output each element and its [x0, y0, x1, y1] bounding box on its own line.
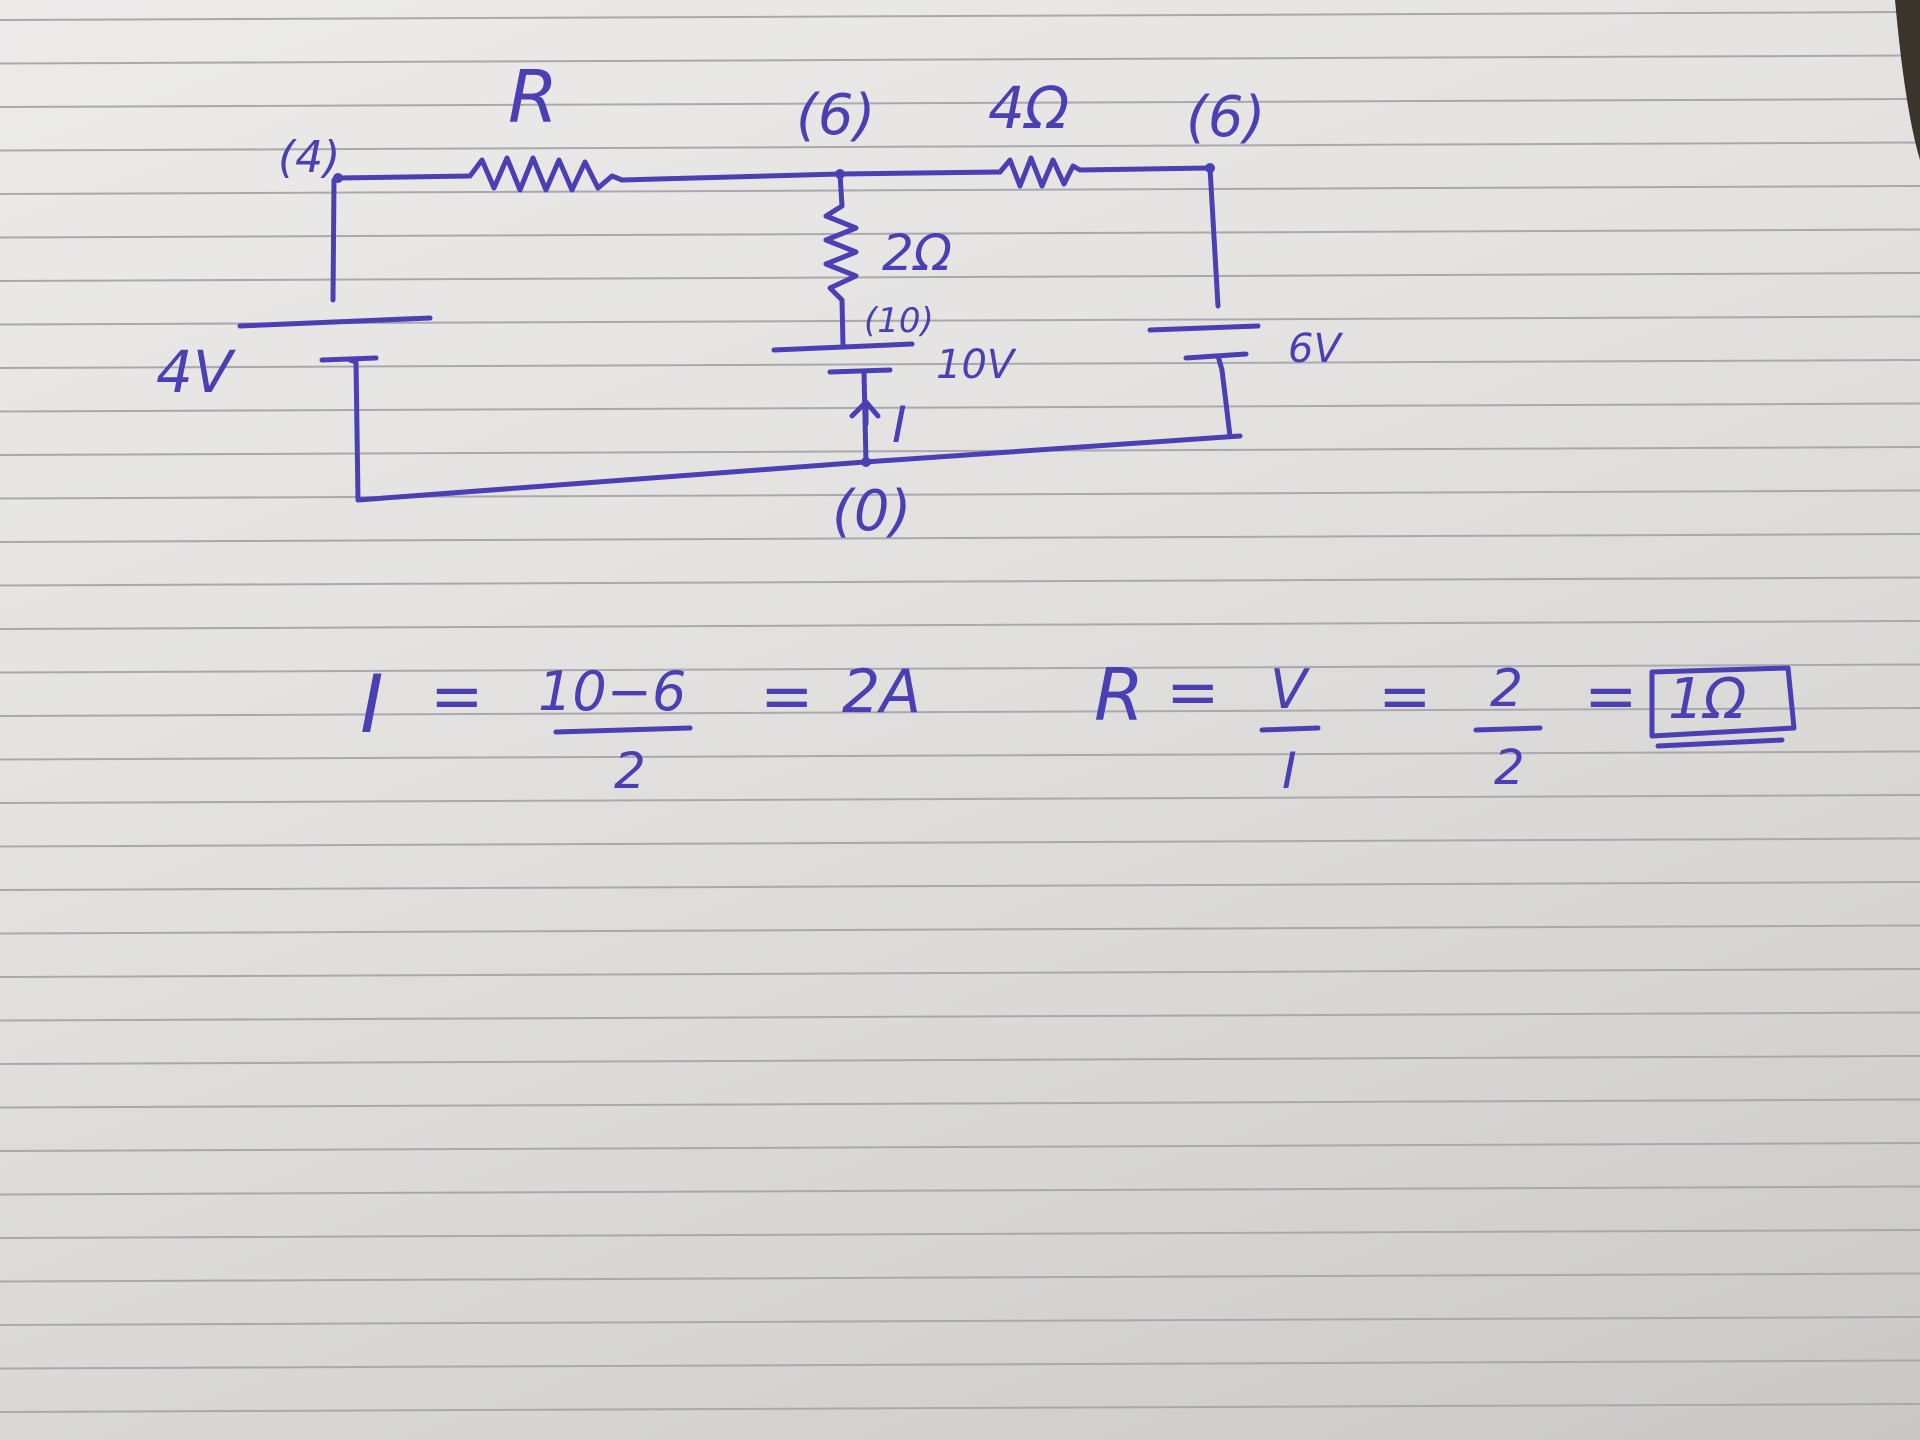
eq-resistance-lhs: R — [1094, 653, 1144, 737]
wire-middle-top — [837, 171, 845, 209]
eq-resistance-result: 1Ω — [1668, 667, 1747, 732]
resistor-2ohm-symbol — [823, 203, 859, 303]
ruled-lines — [0, 11, 1920, 1413]
ruled-line — [0, 141, 1920, 152]
ruled-line — [0, 11, 1920, 21]
ruled-line — [0, 185, 1920, 195]
current-arrow-icon — [849, 399, 881, 427]
ruled-line — [0, 750, 1920, 761]
ruled-line — [0, 707, 1920, 717]
ruled-line — [0, 1359, 1920, 1370]
eq-resistance-fraction-bar-1 — [1259, 725, 1321, 733]
ruled-line — [0, 446, 1920, 456]
wire-right-lower — [1219, 367, 1233, 439]
battery-10v-symbol — [771, 341, 915, 375]
notebook-edge — [1895, 0, 1920, 160]
ruled-line — [0, 794, 1920, 804]
wire-bottom — [355, 433, 1243, 503]
ruled-line — [0, 402, 1920, 413]
eq-resistance-equals-3: = — [1584, 660, 1638, 734]
battery-6v-symbol — [1147, 323, 1261, 373]
ruled-line — [0, 1272, 1920, 1283]
node-dot-middle — [835, 169, 845, 179]
wire-top-right — [1077, 165, 1213, 173]
ruled-line — [0, 98, 1920, 108]
ruled-line — [0, 1403, 1920, 1413]
eq-resistance-numerator-2: 2 — [1490, 659, 1523, 719]
battery-label-4v: 4V — [156, 338, 237, 406]
battery-4v-symbol — [237, 315, 433, 365]
ruled-line — [0, 1316, 1920, 1326]
ruled-line — [0, 54, 1920, 65]
ruled-line — [0, 1185, 1920, 1196]
ruled-line — [0, 1142, 1920, 1152]
ruled-line — [0, 576, 1920, 587]
resistor-label-4ohm: 4Ω — [988, 74, 1069, 142]
wire-left-lower — [353, 359, 361, 503]
ruled-line — [0, 968, 1920, 978]
resistor-label-r: R — [508, 55, 558, 139]
node-label-bottom: (0) — [832, 479, 911, 544]
result-box — [1649, 665, 1797, 739]
ruled-line — [0, 1055, 1920, 1065]
equation-resistance: R = V I = 2 2 = 1Ω — [1094, 653, 1797, 800]
eq-resistance-equals-1: = — [1166, 656, 1220, 730]
ruled-line — [0, 620, 1920, 630]
result-underline — [1655, 737, 1785, 749]
wire-top-middle — [619, 171, 843, 183]
ruled-line — [0, 489, 1920, 500]
wire-right-upper — [1207, 165, 1221, 309]
node-dot-bottom — [861, 457, 871, 467]
eq-current-fraction-bar — [553, 725, 693, 735]
ruled-line — [0, 881, 1920, 891]
resistor-r-symbol — [467, 155, 625, 193]
eq-resistance-fraction-bar-2 — [1473, 725, 1543, 733]
current-label: I — [892, 396, 907, 454]
ruled-line — [0, 228, 1920, 239]
ruled-line — [0, 533, 1920, 543]
eq-resistance-equals-2: = — [1378, 660, 1432, 734]
eq-resistance-denominator-i: I — [1282, 742, 1297, 800]
wire-left-upper — [330, 177, 337, 303]
ruled-line — [0, 924, 1920, 935]
battery-label-6v: 6V — [1288, 326, 1343, 372]
wire-top-middle-right — [837, 169, 1003, 177]
wire-middle-mid — [839, 297, 846, 349]
eq-current-denominator: 2 — [614, 742, 646, 800]
equation-current: I = 10−6 2 = 2A — [360, 657, 921, 800]
ruled-line — [0, 1098, 1920, 1109]
eq-current-result: 2A — [842, 657, 921, 727]
eq-resistance-numerator-v: V — [1270, 658, 1311, 721]
node-dot-left — [333, 173, 343, 183]
eq-current-numerator: 10−6 — [538, 660, 686, 723]
node-label-right-top: (6) — [1186, 85, 1265, 150]
node-label-middle-inner: (10) — [864, 301, 934, 341]
ruled-line — [0, 1011, 1920, 1022]
node-dot-right — [1205, 163, 1215, 173]
node-label-left-top: (4) — [278, 132, 340, 183]
wire-top-left — [335, 173, 473, 181]
battery-label-10v: 10V — [936, 342, 1017, 388]
resistor-4ohm-symbol — [997, 155, 1083, 189]
node-label-middle-top: (6) — [796, 83, 875, 148]
eq-current-equals-1: = — [430, 660, 484, 734]
ruled-line — [0, 663, 1920, 674]
ruled-line — [0, 272, 1920, 282]
eq-current-lhs: I — [360, 658, 384, 751]
resistor-label-2ohm: 2Ω — [882, 224, 952, 282]
eq-current-equals-2: = — [760, 660, 814, 734]
ruled-line — [0, 837, 1920, 848]
ruled-line — [0, 359, 1920, 369]
eq-resistance-denominator-2: 2 — [1494, 740, 1525, 796]
ruled-line — [0, 1229, 1920, 1239]
circuit-wires — [330, 165, 1243, 503]
